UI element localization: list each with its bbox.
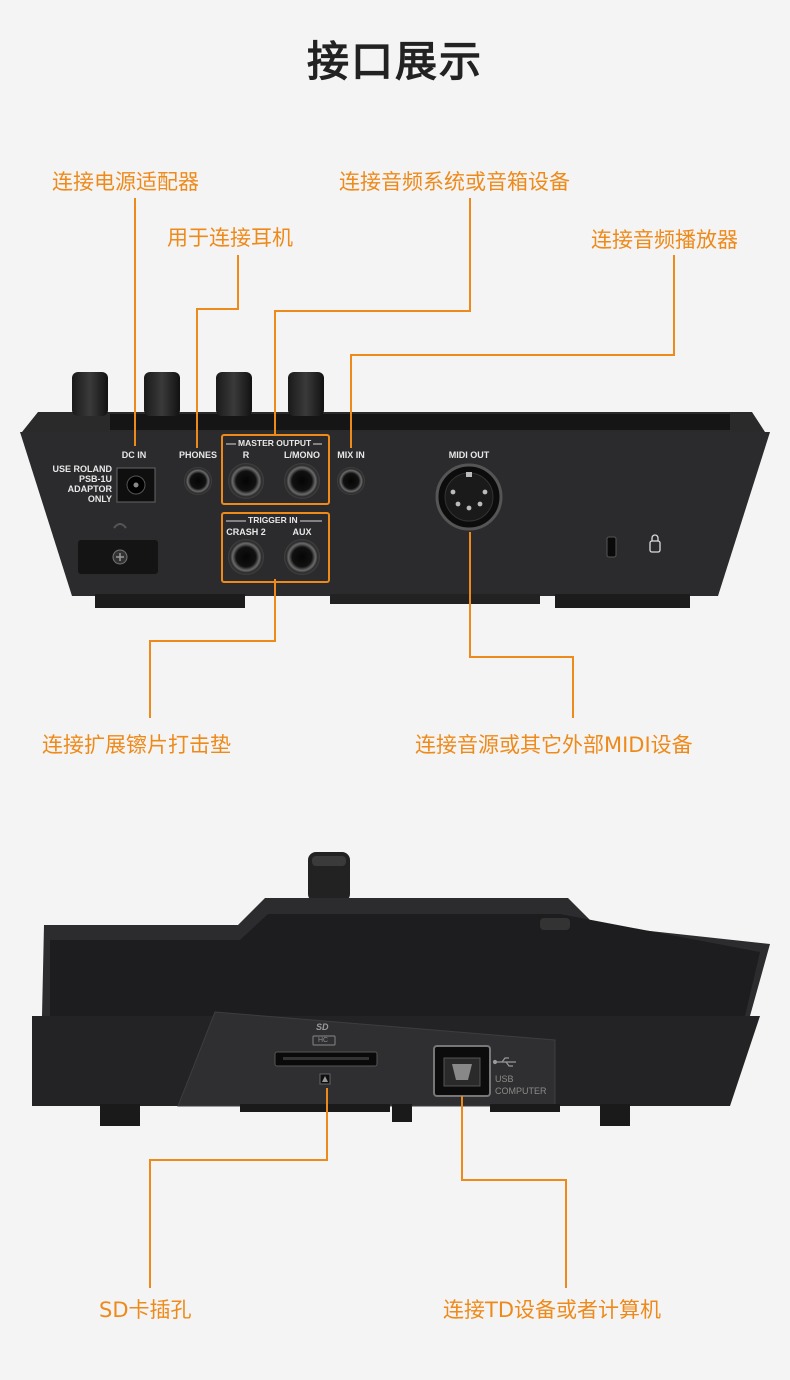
sd-logo-icon	[312, 1035, 336, 1046]
page-title: 接口展示	[306, 37, 483, 86]
callout-midi-out: 连接音源或其它外部MIDI设备	[415, 733, 693, 757]
callout-phones: 用于连接耳机	[167, 226, 293, 250]
mix-in-label: MIX IN	[337, 450, 365, 460]
callout-sd-slot: SD卡插孔	[99, 1298, 192, 1322]
master-output-label: MASTER OUTPUT	[236, 438, 314, 448]
aux-label: AUX	[292, 527, 312, 537]
callout-mix-in: 连接音频播放器	[591, 228, 738, 252]
adaptor-note: USE ROLAND PSB-1U ADAPTOR ONLY	[52, 464, 112, 504]
usb-trident-icon	[492, 1057, 516, 1067]
master-output-highlight	[221, 434, 330, 505]
midi-out-label: MIDI OUT	[448, 450, 490, 460]
callout-dc-in: 连接电源适配器	[52, 170, 199, 194]
kensington-lock-icon	[606, 534, 661, 558]
trigger-in-label: TRIGGER IN	[246, 515, 300, 525]
midi-din-icon	[435, 463, 503, 531]
sd-hc-text: HC	[318, 1037, 329, 1044]
l-mono-label: L/MONO	[284, 450, 320, 460]
callout-master-output: 连接音频系统或音箱设备	[339, 170, 570, 194]
callout-trigger-in: 连接扩展镲片打击垫	[42, 733, 231, 757]
crash2-label: CRASH 2	[226, 527, 266, 537]
r-label: R	[242, 450, 250, 460]
phones-label: PHONES	[178, 450, 217, 460]
dc-in-label: DC IN	[121, 450, 147, 460]
computer-label: COMPUTER	[495, 1086, 547, 1096]
rear-panel-illustration	[20, 372, 770, 608]
knob-icon	[72, 372, 324, 416]
sd-logo-text: SD	[316, 1022, 329, 1032]
usb-b-icon	[433, 1045, 491, 1097]
callout-usb: 连接TD设备或者计算机	[443, 1298, 661, 1322]
jack-icon	[184, 463, 365, 575]
usb-label: USB	[495, 1074, 514, 1084]
